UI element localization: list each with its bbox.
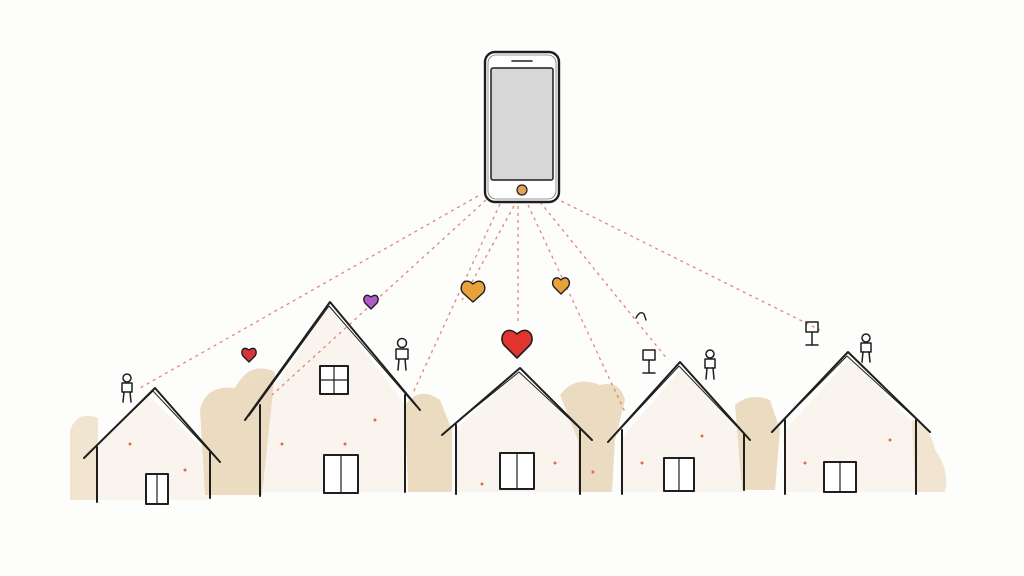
person-icon xyxy=(642,349,656,374)
person-icon xyxy=(395,337,409,371)
smartphone-icon xyxy=(483,50,561,204)
house-icon xyxy=(244,301,421,497)
house-icon xyxy=(441,367,593,495)
heart-icon xyxy=(363,294,379,310)
person-icon xyxy=(704,349,716,380)
person-icon xyxy=(860,333,872,363)
person-icon xyxy=(635,311,647,321)
heart-icon xyxy=(241,347,257,363)
person-icon xyxy=(121,373,133,403)
house-icon xyxy=(83,387,221,505)
person-icon xyxy=(805,321,819,346)
heart-icon xyxy=(460,280,486,303)
house-icon xyxy=(607,361,751,495)
heart-icon xyxy=(551,277,571,295)
wall-dots xyxy=(128,418,892,486)
heart-icon xyxy=(501,329,533,359)
watercolor-wash xyxy=(70,305,947,500)
connection-lines xyxy=(139,195,821,413)
house-icon xyxy=(771,351,931,495)
